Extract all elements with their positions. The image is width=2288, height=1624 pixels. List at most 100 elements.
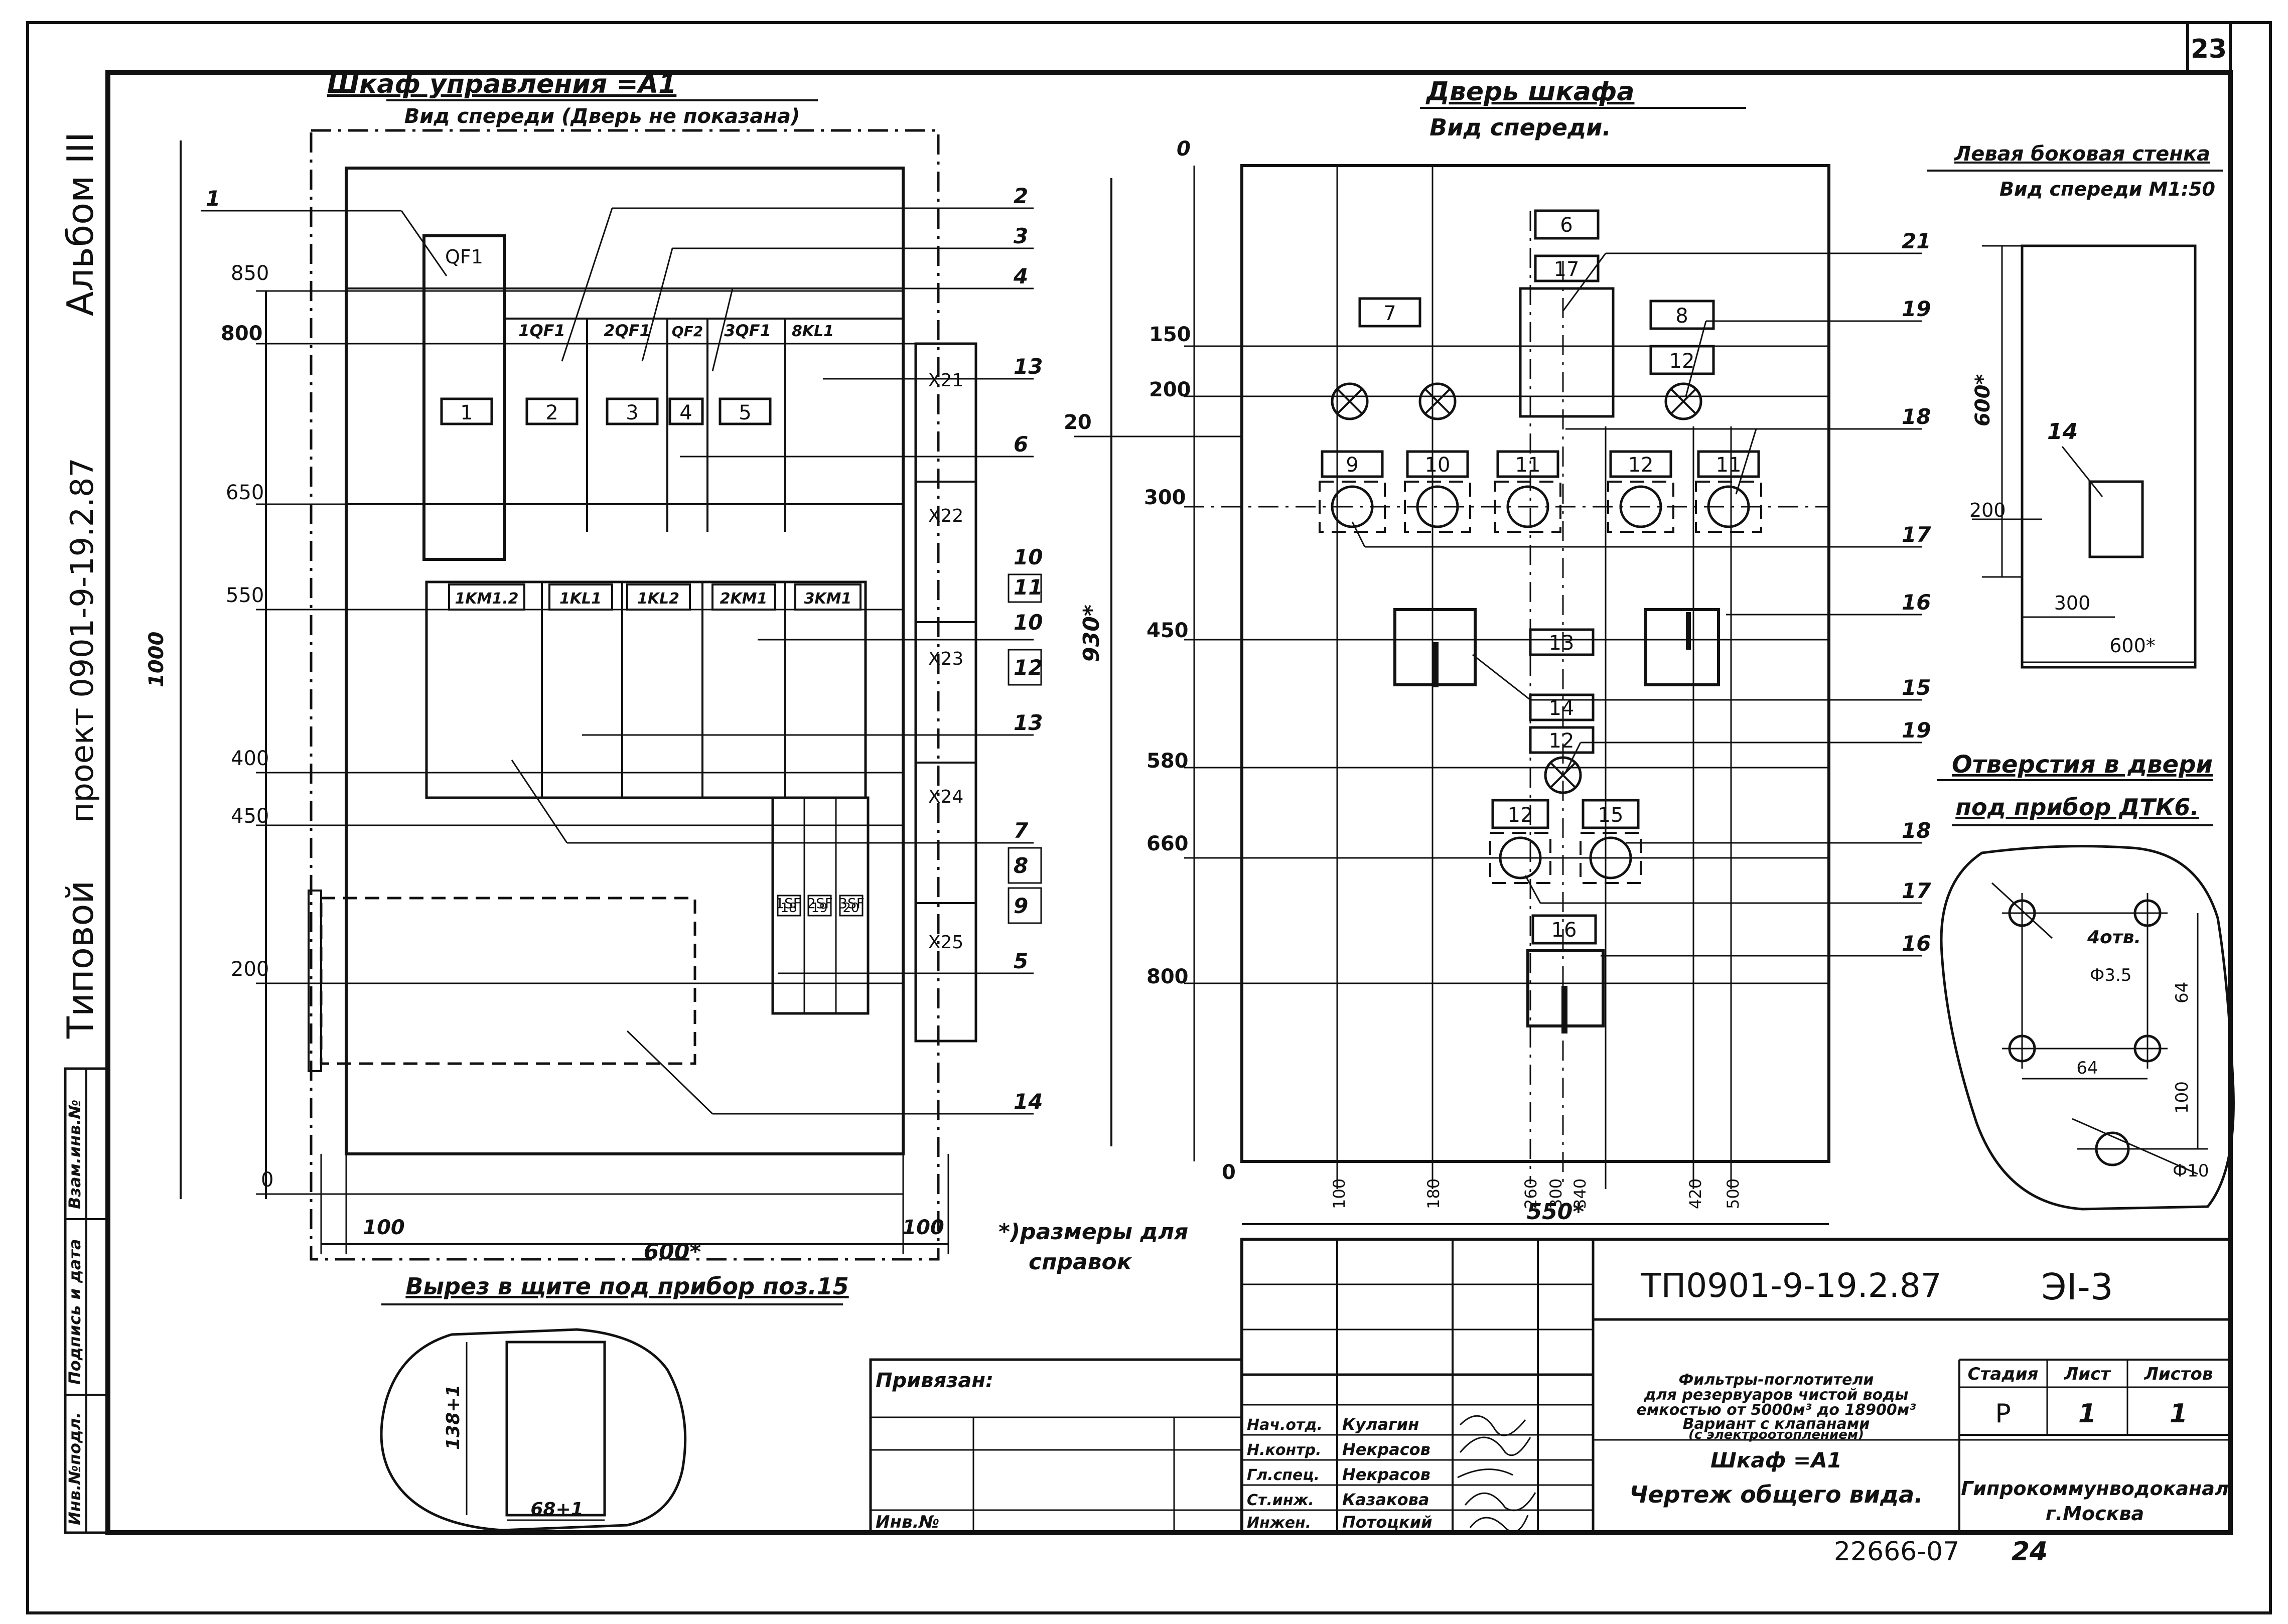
door-box-15: 15	[1598, 804, 1624, 827]
sheet-number-box	[2186, 21, 2232, 74]
name-4: Казакова	[1342, 1490, 1429, 1509]
pos-box-1: 1	[460, 401, 473, 424]
qf1-breaker	[422, 234, 506, 561]
signatures	[1457, 1415, 1536, 1533]
page-number: 24	[2012, 1537, 2048, 1567]
sheet-number: 23	[2191, 34, 2227, 64]
description-1: Фильтры-поглотители	[1679, 1371, 1874, 1389]
device-qf1: QF1	[445, 246, 483, 268]
door-mark-150: 150	[1149, 323, 1191, 346]
callout-9: 9	[1014, 894, 1028, 918]
door-box-6: 6	[1560, 214, 1572, 237]
sheets-value: 1	[2170, 1399, 2188, 1429]
height-mark-850: 850	[231, 262, 269, 285]
description-2: для резервуаров чистой воды	[1643, 1386, 1908, 1404]
door-dim-420: 420	[1686, 1178, 1705, 1209]
door-callout-16a: 16	[1902, 590, 1931, 615]
sf-group	[771, 796, 870, 1015]
height-mark-1000: 1000	[145, 632, 168, 687]
side-wall-subtitle: Вид спереди М1:50	[1999, 178, 2215, 200]
pos-box-19: 19	[811, 901, 827, 916]
door-width-550: 550*	[1527, 1199, 1585, 1225]
callout-8: 8	[1014, 853, 1028, 878]
holes-dia-large: Ф10	[2173, 1161, 2209, 1181]
drawing-name-2: Чертеж общего вида.	[1629, 1481, 1923, 1508]
drawing-name-1: Шкаф =А1	[1710, 1448, 1842, 1472]
cabinet-inner	[345, 167, 905, 1155]
side-columns: Инв.№подл. Подпись и дата Взам.инв.№	[64, 1067, 109, 1534]
device-3sf: 3SF	[838, 895, 865, 912]
door-view-title: Дверь шкафа	[1425, 77, 1635, 107]
device-3qf1: 3QF1	[724, 321, 771, 340]
terminal-x22: X22	[928, 506, 963, 526]
contactor-panel	[425, 580, 867, 799]
role-5: Инжен.	[1247, 1514, 1311, 1532]
pos-box-2: 2	[545, 401, 558, 424]
door-callout-17a: 17	[1902, 522, 1931, 547]
holes-note: 4отв.	[2087, 927, 2141, 948]
door-dim-100: 100	[1330, 1178, 1349, 1209]
front-callouts: 1 2 3 4 13 6 10 11 10 12 13 7 8 9 5 14	[201, 184, 1043, 1115]
door-box-17: 17	[1554, 258, 1580, 281]
height-mark-0: 0	[261, 1168, 273, 1192]
description-3: емкостью от 5000м³ до 18900м³	[1637, 1401, 1916, 1419]
terminal-x23: X23	[928, 649, 963, 669]
sheet-header: Лист	[2064, 1364, 2111, 1384]
door-mark-200: 200	[1149, 378, 1191, 401]
side-wall-height: 600*	[1971, 374, 1994, 426]
front-view-subtitle: Вид спереди (Дверь не показана)	[404, 105, 800, 128]
pos-box-20: 20	[842, 901, 859, 916]
callout-13b: 13	[1014, 710, 1043, 735]
door-callout-19b: 19	[1902, 718, 1931, 743]
name-5: Потоцкий	[1342, 1513, 1433, 1532]
holes-view: Отверстия в двери под прибор ДТК6. 4отв.…	[1937, 751, 2235, 1211]
door-box-12d: 12	[1508, 804, 1533, 827]
door-box-9: 9	[1346, 454, 1358, 477]
door-mark-580: 580	[1147, 750, 1189, 773]
cutout-view: Вырез в щите под прибор поз.15 138+1 68+…	[380, 1273, 849, 1532]
door-view-subtitle: Вид спереди.	[1429, 114, 1611, 141]
holes-dim-64-horizontal: 64	[2076, 1058, 2098, 1078]
height-mark-400: 400	[231, 747, 269, 770]
instrument-14-dashed	[320, 897, 696, 1065]
side-col-replace: Взам.инв.№	[65, 1100, 84, 1209]
holes-dia-small: Ф3.5	[2090, 965, 2131, 985]
description-5: (с электроотоплением)	[1688, 1427, 1864, 1442]
door-box-11b: 11	[1716, 454, 1742, 477]
door-instrument-21	[1519, 287, 1615, 418]
sheet-outer-border	[26, 21, 2272, 1614]
terminal-x24: X24	[928, 787, 963, 807]
device-1sf: 1SF	[775, 895, 801, 912]
callout-12: 12	[1014, 655, 1043, 680]
front-dim-100-left: 100	[363, 1216, 405, 1239]
door-mark-300: 300	[1144, 486, 1186, 509]
org-1: Гипрокоммунводоканал	[1961, 1478, 2229, 1500]
door-callout-18a: 18	[1902, 404, 1931, 429]
cutout-break-outline	[380, 1328, 687, 1532]
door-mark-0-top: 0	[1177, 137, 1191, 161]
height-mark-200: 200	[231, 958, 269, 981]
height-mark-450: 450	[231, 805, 269, 828]
signal-lamps	[1331, 382, 1702, 420]
cutout-height: 138+1	[443, 1385, 464, 1450]
door-mark-450: 450	[1147, 619, 1189, 642]
door-view: Дверь шкафа Вид спереди. 6 17 7 8 12	[1064, 77, 1931, 1225]
sheet-code: ЭI-3	[2041, 1266, 2113, 1308]
name-2: Некрасов	[1342, 1440, 1431, 1459]
door-mark-20: 20	[1064, 411, 1092, 434]
door-height-930: 930*	[1079, 605, 1104, 662]
org-2: г.Москва	[2046, 1503, 2144, 1525]
door-mark-800: 800	[1147, 965, 1189, 988]
side-wall-title: Левая боковая стенка	[1954, 142, 2210, 166]
door-box-12c: 12	[1549, 729, 1575, 753]
holes-dim-100: 100	[2172, 1081, 2192, 1114]
sheet-value: 1	[2078, 1399, 2096, 1429]
holes-break-outline	[1940, 845, 2235, 1211]
terminal-x21: X21	[928, 370, 963, 391]
side-wall-width-300: 300	[2054, 592, 2091, 614]
door-outline	[1240, 164, 1830, 1163]
door-callout-17b: 17	[1902, 878, 1931, 903]
callout-7: 7	[1014, 818, 1029, 843]
inv-label: Инв.№	[876, 1512, 939, 1532]
callout-10a: 10	[1014, 545, 1043, 569]
